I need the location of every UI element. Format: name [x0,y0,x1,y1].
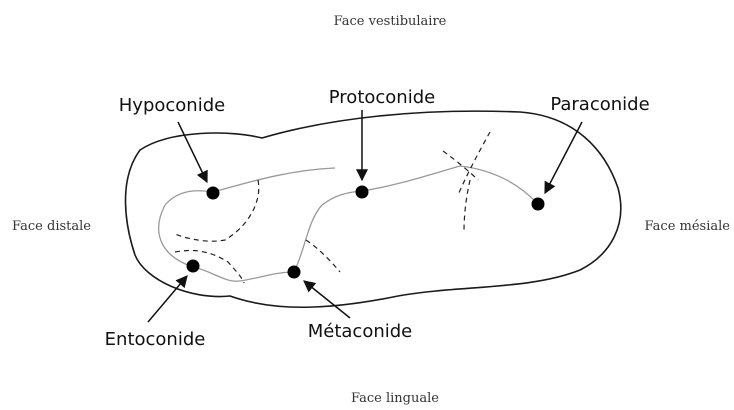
protoconide-label: Protoconide [329,87,435,108]
dashed-grooves [174,131,491,284]
entoconide-arrow [147,275,188,323]
face-linguale-label: Face linguale [351,391,439,406]
groove-mesial-3 [463,179,471,233]
entoconide-label: Entoconide [105,329,206,350]
hypoconide-label: Hypoconide [119,95,225,116]
paraconide-arrow [544,121,583,195]
cusp-points [186,185,545,279]
hypoconide-arrow [177,121,208,184]
face-distale-label: Face distale [12,219,91,234]
groove-distal-2 [174,249,245,284]
entoconide-point [186,259,200,273]
groove-distal-1 [174,179,260,242]
groove-mesial-2 [457,131,491,196]
crest-lingual [192,266,295,282]
metaconide-point [287,265,301,279]
tooth-outline [124,110,622,309]
crest-metaconide [293,190,363,273]
protoconide-point [355,185,369,199]
metaconide-label: Métaconide [308,321,413,342]
crest-distal [158,204,194,268]
face-vestibulaire-label: Face vestibulaire [334,14,447,29]
face-mesiale-label: Face mésiale [645,219,731,234]
crest-hypoconide [164,167,336,206]
groove-lingual [305,239,341,273]
metaconide-arrow [303,280,351,319]
paraconide-label: Paraconide [550,94,649,115]
paraconide-point [531,197,545,211]
crest-protoconide-paraconide [361,165,539,205]
groove-mesial-1 [442,150,479,181]
arrows [147,110,583,323]
crest-lines [158,165,539,282]
hypoconide-point [206,186,220,200]
